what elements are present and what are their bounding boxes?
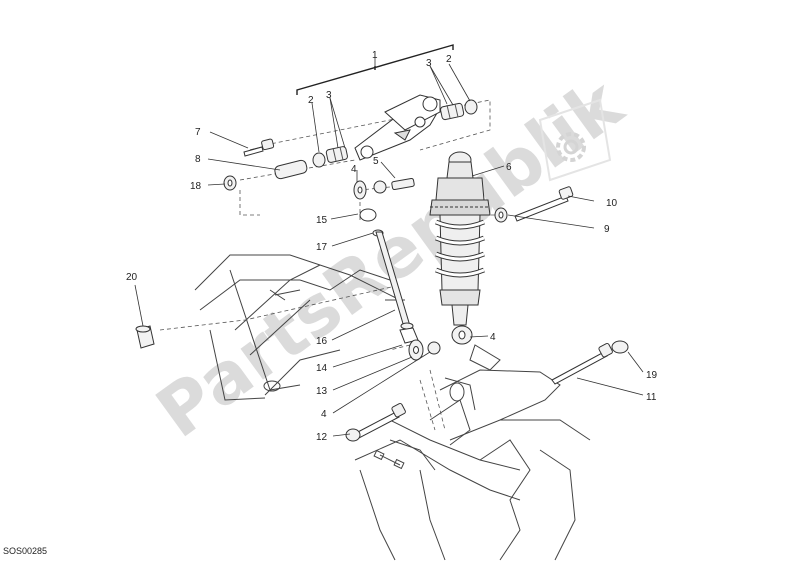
frame-swingarm (194, 254, 591, 561)
callout-3: 3 (426, 58, 432, 69)
callout-7: 7 (195, 127, 201, 138)
left-pivot-hardware (223, 138, 308, 191)
spacer-4 (373, 180, 387, 194)
callout-19: 19 (646, 370, 658, 381)
callout-10: 10 (606, 198, 618, 209)
gear-icon (556, 132, 586, 162)
callout-18: 18 (190, 181, 202, 192)
rocker-linkage (354, 94, 441, 161)
reference-code: SOS00285 (3, 546, 48, 556)
bracket-1 (296, 44, 454, 95)
callout-1: 1 (372, 50, 378, 61)
callout-15: 15 (316, 215, 328, 226)
washer-right (464, 99, 478, 115)
lower-rod-end (408, 339, 441, 361)
callout-4: 4 (321, 409, 327, 420)
callout-4: 4 (351, 164, 357, 175)
shock-absorber (429, 151, 491, 345)
callout-13: 13 (316, 386, 328, 397)
callout-5: 5 (373, 156, 379, 167)
washer-left (312, 152, 326, 168)
bolt-12 (355, 411, 400, 439)
callout-3: 3 (326, 90, 332, 101)
bushings (312, 99, 478, 168)
callout-6: 6 (506, 162, 512, 173)
nut-15 (359, 208, 377, 222)
callout-11: 11 (646, 392, 657, 403)
lower-bolts (345, 340, 629, 442)
bolt-5 (391, 177, 415, 191)
watermark-frame (538, 98, 612, 182)
bolt-10 (514, 195, 569, 222)
callout-8: 8 (195, 154, 201, 165)
bush-right (440, 102, 465, 121)
callout-16: 16 (316, 336, 328, 347)
spacer-20 (135, 325, 155, 349)
bolt-11 (551, 351, 608, 385)
callouts: 1 2 3 3 2 7 8 18 5 4 6 10 9 15 17 20 16 … (126, 50, 658, 443)
spacer-lower (427, 341, 441, 355)
callout-17: 17 (316, 242, 328, 253)
adjuster-rod (375, 231, 419, 344)
callout-4: 4 (490, 332, 496, 343)
leader-lines (134, 58, 644, 437)
callout-2: 2 (446, 54, 452, 65)
callout-9: 9 (604, 224, 610, 235)
bush-left (325, 146, 348, 163)
shock-upper-bolt (494, 186, 574, 223)
callout-14: 14 (316, 363, 328, 374)
sleeve-8 (274, 159, 308, 180)
callout-12: 12 (316, 432, 328, 443)
callout-20: 20 (126, 272, 138, 283)
callout-2: 2 (308, 95, 314, 106)
nut-19 (611, 340, 629, 354)
